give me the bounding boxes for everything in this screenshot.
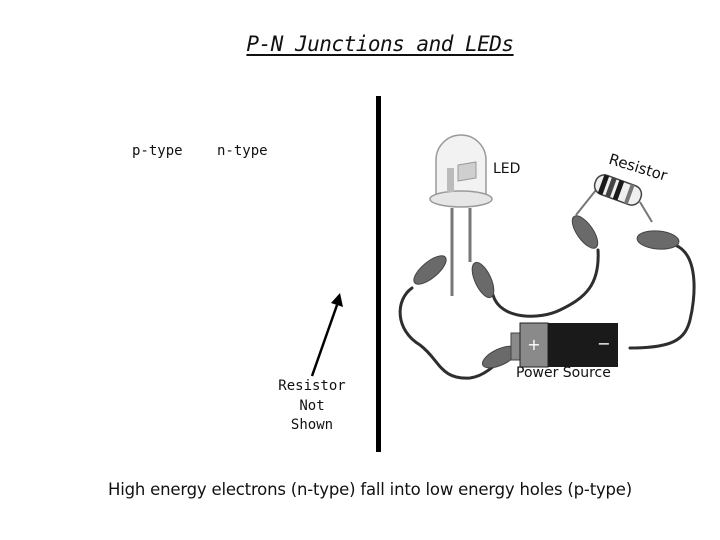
p-type-label: p-type [132, 143, 183, 159]
led-icon [429, 134, 493, 296]
battery-icon: + − [510, 322, 618, 368]
power-source-label: Power Source [516, 365, 611, 381]
resistor-icon [575, 174, 653, 223]
note-line-2: Not [299, 397, 325, 414]
arrow-shaft [310, 304, 339, 377]
arrow-head [331, 293, 343, 307]
resistor-not-shown-note: Resistor Not Shown [277, 377, 347, 436]
clip-resistor-left [571, 215, 599, 249]
wires [398, 243, 696, 380]
battery-minus-sign: − [597, 334, 610, 353]
caption: High energy electrons (n-type) fall into… [108, 480, 632, 499]
n-type-label: n-type [217, 143, 268, 159]
note-line-1: Resistor [278, 378, 346, 394]
wire-led-to-resistor [491, 248, 600, 318]
clip-led-right [471, 261, 495, 299]
wire-led-to-battery [398, 286, 507, 380]
vertical-divider [376, 96, 381, 452]
note-line-3: Shown [290, 417, 334, 433]
battery-plus-sign: + [527, 335, 540, 354]
led-label: LED [493, 161, 521, 177]
page-title: P-N Junctions and LEDs [246, 32, 514, 56]
wire-resistor-to-battery [628, 243, 696, 350]
clip-resistor-right [636, 230, 680, 250]
alligator-clips [413, 215, 680, 369]
clip-led-left [413, 255, 447, 285]
